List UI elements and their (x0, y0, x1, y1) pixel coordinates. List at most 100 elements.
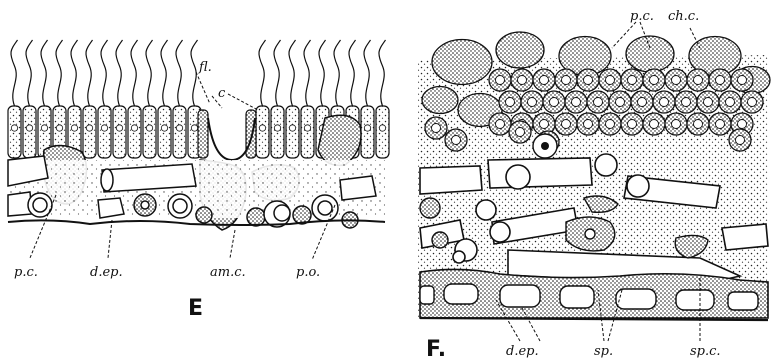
cell-nucleus (161, 125, 167, 131)
label-dep-e: d.ep. (90, 265, 123, 280)
label-spc: sp.c. (690, 344, 721, 359)
choanocyte-nucleus (716, 76, 725, 85)
flagellum (334, 40, 341, 106)
flagellum (41, 40, 48, 106)
chamber-blob (432, 40, 492, 85)
choanocyte-nucleus (628, 120, 637, 129)
cell-nucleus (364, 125, 370, 131)
choanocyte-nucleus (594, 98, 603, 107)
choanocyte-nucleus (616, 98, 625, 107)
cell-nucleus (379, 125, 385, 131)
collar-cell (256, 106, 269, 158)
collar-cell (98, 106, 111, 158)
choanocyte-nucleus (516, 128, 525, 137)
flagellum (364, 40, 371, 106)
collar-cell (23, 106, 36, 158)
collar-cell (361, 106, 374, 158)
flagellum (259, 40, 266, 106)
label-amc: am.c. (210, 265, 246, 280)
choanocyte-nucleus (528, 98, 537, 107)
cell-nucleus (146, 125, 152, 131)
cell-nucleus (191, 125, 197, 131)
choanocyte-nucleus (736, 136, 745, 145)
collar-cell (286, 106, 299, 158)
chamber-blob (422, 87, 458, 114)
cell-nucleus (56, 125, 62, 131)
choanocyte-nucleus (562, 120, 571, 129)
pit-cell (246, 110, 256, 158)
collar-cell (83, 106, 96, 158)
choanocyte-nucleus (738, 76, 747, 85)
flagellum (146, 40, 153, 106)
flagellum (131, 40, 138, 106)
cell-nucleus (101, 125, 107, 131)
flagellum (116, 40, 123, 106)
collar-cell (128, 106, 141, 158)
label-dep-f: d.ep. (506, 344, 539, 359)
choanocyte-nucleus (638, 98, 647, 107)
collar-cell (143, 106, 156, 158)
choanocyte-nucleus (496, 120, 505, 129)
flagellum (161, 40, 168, 106)
collar-cell (113, 106, 126, 158)
label-po: p.o. (296, 265, 320, 280)
label-chc: ch.c. (668, 9, 699, 24)
choanocyte-nucleus (572, 98, 581, 107)
collar-cell (8, 106, 21, 158)
label-c: c (218, 86, 226, 101)
collar-cell (376, 106, 389, 158)
choanocyte-nucleus (432, 124, 441, 133)
choanocyte-nucleus (650, 76, 659, 85)
flagellum (86, 40, 93, 106)
label-pc-e: p.c. (14, 265, 38, 280)
flagellum (56, 40, 63, 106)
cell-nucleus (86, 125, 92, 131)
chamber-lumen-dot (541, 142, 549, 150)
choanocyte-nucleus (682, 98, 691, 107)
choanocyte-nucleus (606, 120, 615, 129)
flagellum (71, 40, 78, 106)
panel-e: fl. c p.c. d.ep. am.c. p.o. E (8, 40, 389, 321)
cell-nucleus (176, 125, 182, 131)
choanocyte-nucleus (506, 98, 515, 107)
cell-nucleus (71, 125, 77, 131)
choanocyte-nucleus (628, 76, 637, 85)
flagellum (289, 40, 296, 106)
choanocyte-nucleus (748, 98, 757, 107)
choanocyte-nucleus (738, 120, 747, 129)
collar-cell (158, 106, 171, 158)
cell-nucleus (11, 125, 17, 131)
choanocyte-nucleus (694, 120, 703, 129)
choanocyte-nucleus (704, 98, 713, 107)
choanocyte-nucleus (562, 76, 571, 85)
choanocyte-nucleus (716, 120, 725, 129)
panel-label-f: F. (426, 337, 446, 362)
cell-nucleus (131, 125, 137, 131)
choanocyte-nucleus (540, 76, 549, 85)
collar-cell (271, 106, 284, 158)
pit-cell (198, 110, 208, 158)
label-pc-f: p.c. (630, 9, 654, 24)
choanocyte-nucleus (606, 76, 615, 85)
flagellum (349, 40, 356, 106)
cell-nucleus (304, 125, 310, 131)
cell-nucleus (26, 125, 32, 131)
flagellum (379, 40, 386, 106)
cell-nucleus (289, 125, 295, 131)
choanocyte-nucleus (540, 120, 549, 129)
choanocyte-nucleus (518, 76, 527, 85)
choanocyte-nucleus (672, 120, 681, 129)
chamber-blob (496, 32, 544, 68)
choanocyte-nucleus (496, 76, 505, 85)
choanocyte-nucleus (550, 98, 559, 107)
choanocyte-nucleus (650, 120, 659, 129)
choanocyte-nucleus (584, 120, 593, 129)
panel-f: p.c. ch.c. d.ep. sp. sp.c. F. (418, 9, 770, 362)
cell-nucleus (259, 125, 265, 131)
flagellum (26, 40, 33, 106)
collar-cell (301, 106, 314, 158)
flagellum (319, 40, 326, 106)
collar-cell (173, 106, 186, 158)
flagellum (274, 40, 281, 106)
